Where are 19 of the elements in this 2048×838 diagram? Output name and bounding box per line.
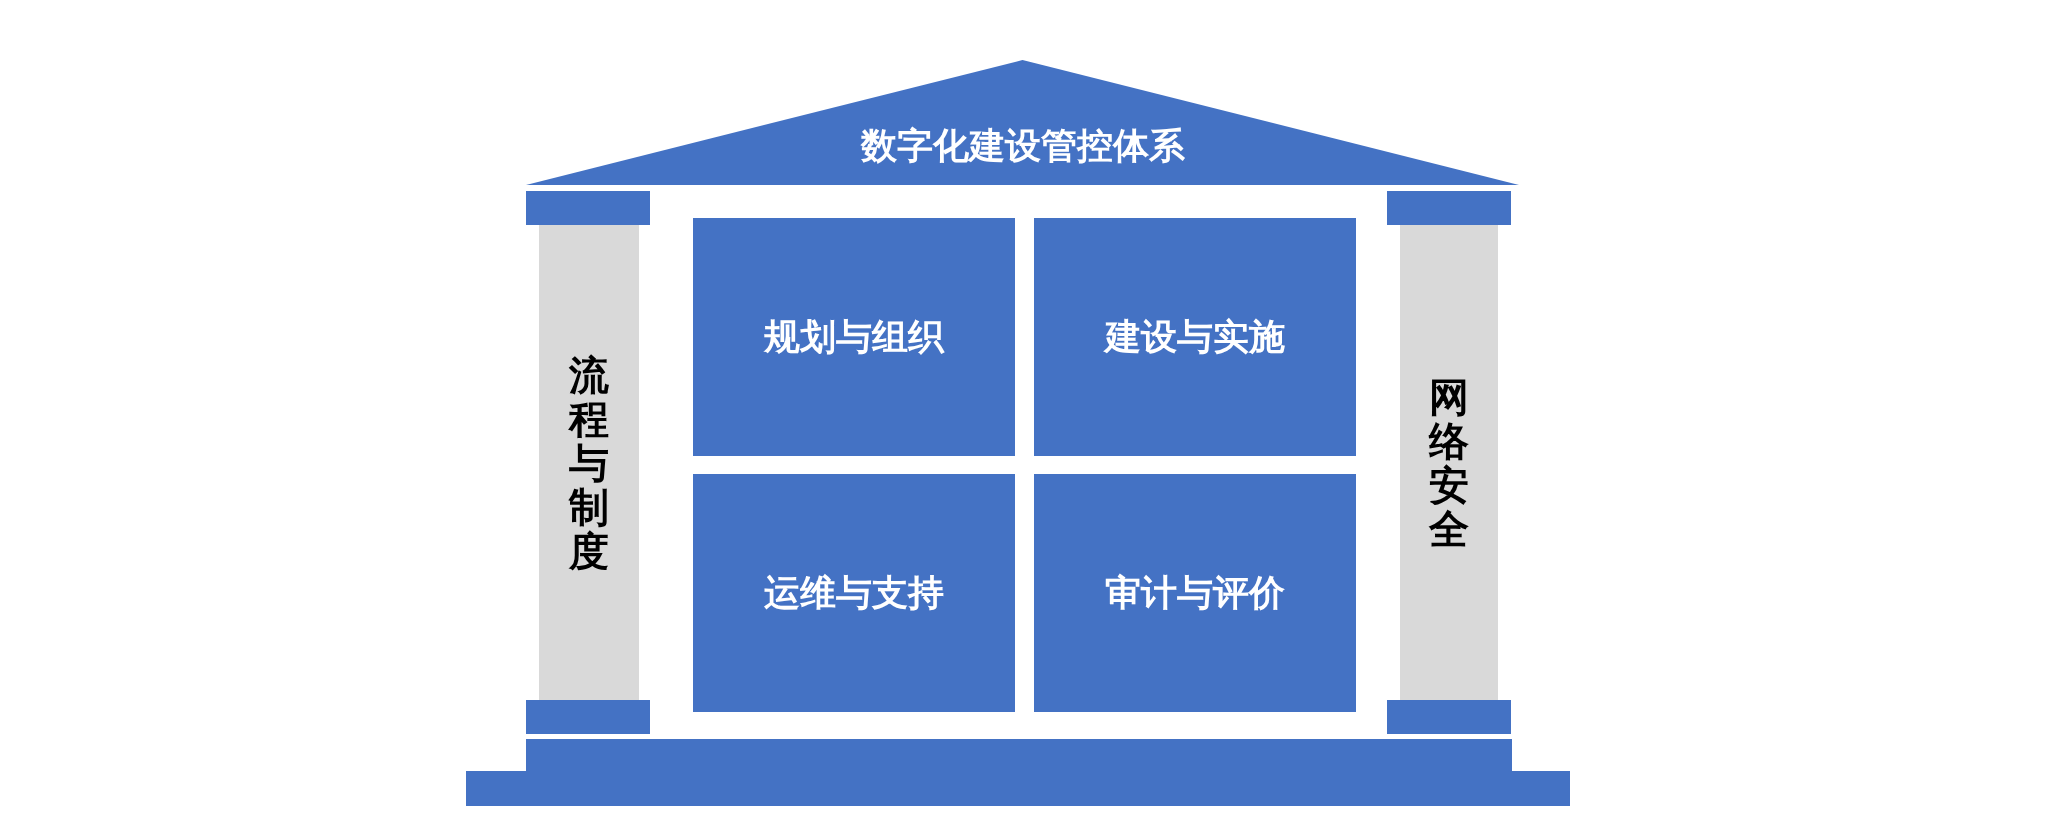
roof-title: 数字化建设管控体系 — [860, 124, 1185, 168]
section-label: 规划与组织 — [764, 314, 944, 359]
section-box — [693, 474, 1015, 712]
foundation-step — [466, 771, 1570, 806]
column — [539, 225, 639, 700]
section-label: 运维与支持 — [764, 570, 944, 615]
column-capital — [526, 191, 650, 225]
column-label: 网络安全 — [1429, 374, 1469, 551]
column-base — [526, 700, 650, 734]
section-label: 审计与评价 — [1105, 570, 1285, 615]
section-box — [1034, 218, 1356, 456]
section-box — [1034, 474, 1356, 712]
column-capital — [1387, 191, 1511, 225]
section-box — [693, 218, 1015, 456]
column-label: 流程与制度 — [569, 352, 609, 573]
section-label: 建设与实施 — [1105, 314, 1285, 359]
foundation-step — [526, 739, 1512, 771]
column — [1400, 225, 1498, 700]
column-base — [1387, 700, 1511, 734]
